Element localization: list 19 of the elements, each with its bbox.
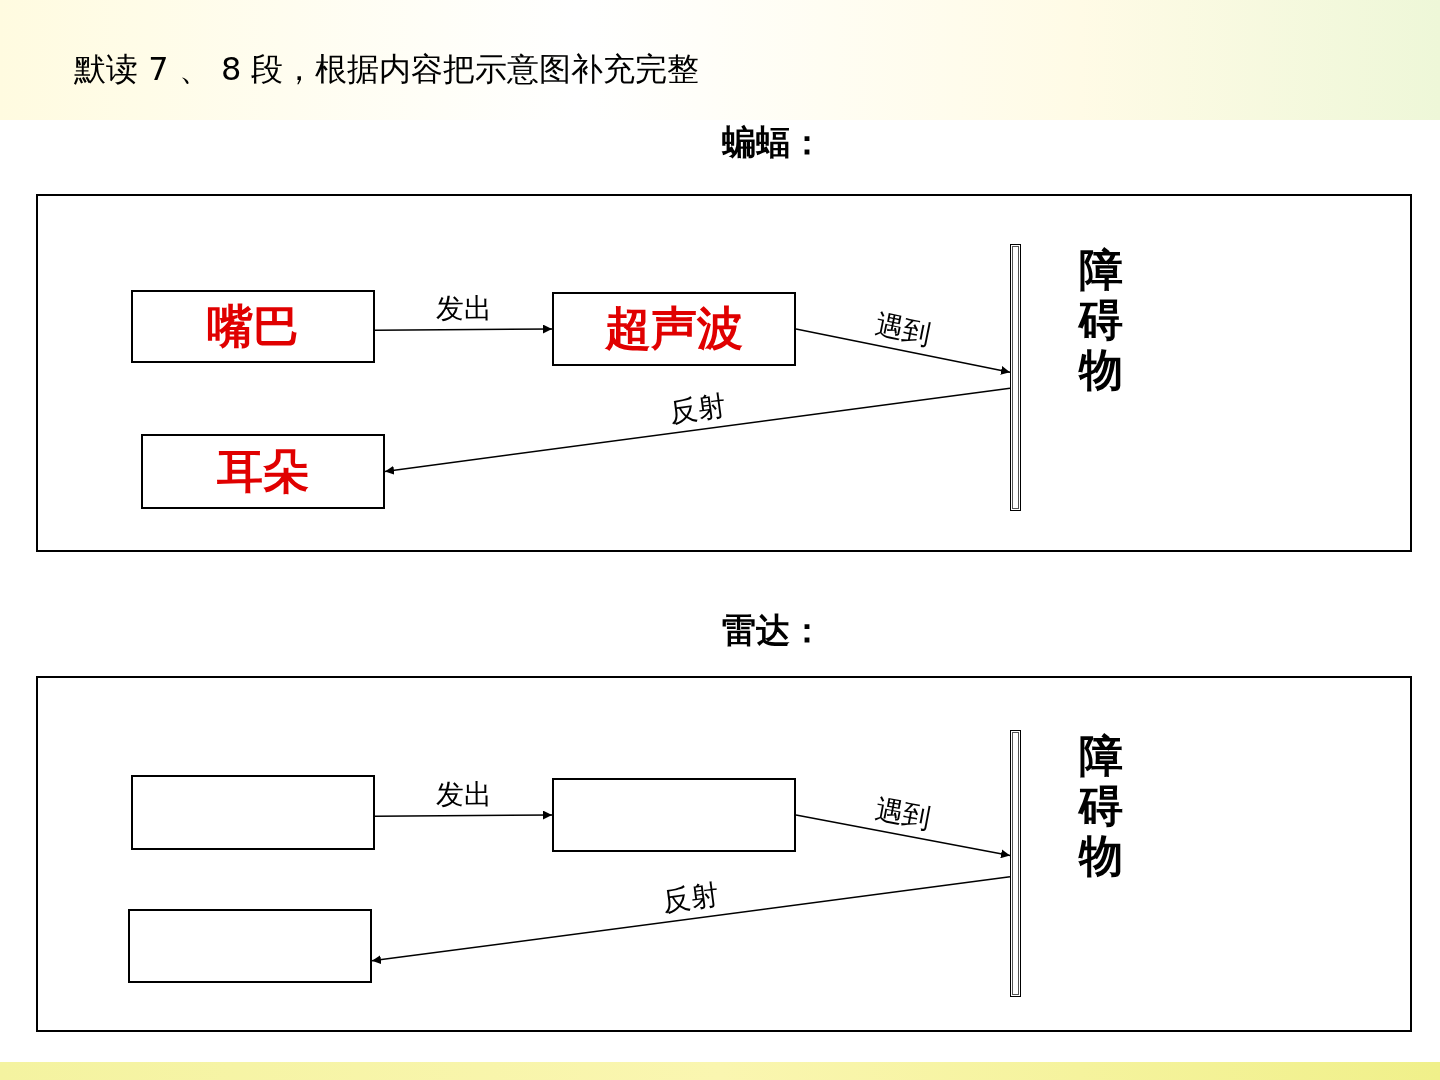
process-box: 超声波	[552, 292, 796, 366]
diagram-panel	[36, 676, 1412, 1032]
arrow	[795, 814, 1011, 859]
diagram-panel	[36, 194, 1412, 552]
answer-box	[131, 775, 375, 850]
section-heading: 雷达：	[722, 609, 824, 652]
arrow	[384, 387, 1011, 475]
arrow	[371, 876, 1011, 965]
answer-box	[128, 909, 372, 983]
obstacle-label: 障碍物	[1079, 731, 1124, 881]
obstacle-label: 障碍物	[1079, 245, 1124, 395]
process-box: 嘴巴	[131, 290, 375, 363]
title: 默读 7 、 8 段，根据内容把示意图补充完整	[74, 49, 700, 90]
section-heading: 蝙蝠：	[722, 121, 824, 164]
answer-box	[552, 778, 796, 852]
process-box: 耳朵	[141, 434, 385, 509]
arrow	[374, 324, 553, 334]
arrow	[795, 328, 1011, 375]
arrow	[374, 810, 553, 820]
